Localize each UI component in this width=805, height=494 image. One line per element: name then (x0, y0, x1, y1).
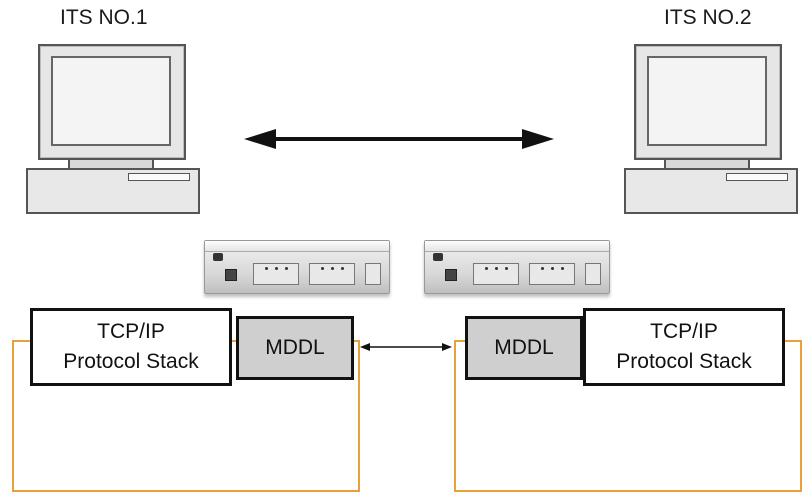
stack-line1: TCP/IP (650, 320, 718, 343)
mddl-label: MDDL (265, 336, 325, 359)
tcpip-stack-right: TCP/IP Protocol Stack (583, 308, 785, 386)
mddl-link-arrow (360, 343, 452, 351)
network-device-right (424, 240, 610, 294)
network-device-left (204, 240, 390, 294)
its-no2-label: ITS NO.2 (664, 6, 752, 29)
stack-line2: Protocol Stack (63, 350, 199, 373)
tcpip-stack-left: TCP/IP Protocol Stack (30, 308, 232, 386)
mddl-label: MDDL (494, 336, 554, 359)
computer-link-arrow (244, 129, 554, 149)
mddl-left: MDDL (236, 316, 354, 380)
stack-line2: Protocol Stack (616, 350, 752, 373)
mddl-right: MDDL (465, 316, 583, 380)
stack-line1: TCP/IP (97, 320, 165, 343)
computer-right-icon (624, 44, 799, 214)
computer-left-icon (26, 44, 201, 214)
its-no1-label: ITS NO.1 (60, 6, 148, 29)
